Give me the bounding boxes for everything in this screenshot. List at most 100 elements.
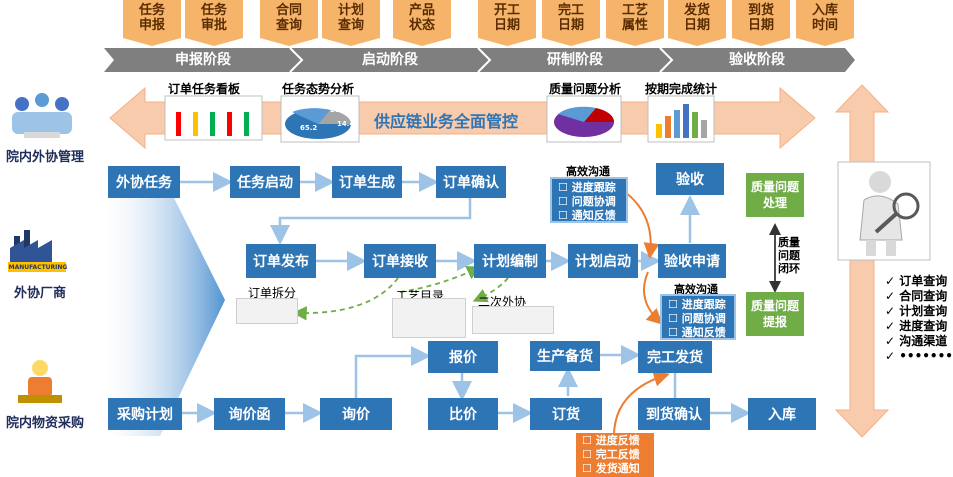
flow-order-generate[interactable]: 订单生成 (332, 166, 402, 198)
tag-start-date[interactable]: 开工 日期 (478, 0, 536, 38)
feedback-item: ☐ 进度反馈 (582, 434, 640, 447)
comm-bottom-title: 高效沟通 (674, 283, 718, 296)
stage-development: 研制阶段 (547, 52, 603, 68)
flow-quotation[interactable]: 报价 (428, 341, 498, 373)
query-item-text: 合同查询 (899, 289, 948, 303)
blue-funnel (105, 170, 225, 436)
stage-start: 启动阶段 (362, 52, 418, 68)
tag-plan-query[interactable]: 计划 查询 (322, 0, 380, 38)
comm-top-item-text: 问题协调 (571, 195, 616, 208)
quality-report[interactable]: 质量问题 提报 (746, 292, 804, 336)
comm-top-item: ☐ 进度跟踪 (558, 181, 616, 194)
tag-pointer (668, 38, 726, 46)
tag-ship-date[interactable]: 发货 日期 (668, 0, 726, 38)
flow-production-stock[interactable]: 生产备货 (530, 341, 600, 371)
flow-inquiry[interactable]: 询价 (320, 398, 392, 430)
magnifier-figure-image (837, 161, 931, 261)
query-item: ✓ 订单查询 (885, 274, 948, 288)
flow-outsourcing-task[interactable]: 外协任务 (108, 166, 180, 198)
comm-top-item-text: 通知反馈 (571, 209, 616, 222)
panel-title-on-time-stats: 按期完成统计 (645, 82, 718, 96)
tag-warehouse-time[interactable]: 入库 时间 (796, 0, 854, 38)
tag-task-report[interactable]: 任务 申报 (123, 0, 181, 38)
process-catalog-thumbnail (392, 298, 466, 338)
tag-product-status[interactable]: 产品 状态 (393, 0, 451, 38)
flow-finish-ship[interactable]: 完工发货 (638, 341, 712, 373)
query-item: ✓ 合同查询 (885, 289, 948, 303)
query-item: ✓ 计划查询 (885, 304, 948, 318)
order-split-thumbnail (236, 298, 298, 324)
panel-title-task-analysis: 任务态势分析 (282, 82, 355, 96)
feedback-list: ☐ 进度反馈 ☐ 完工反馈 ☐ 发货通知 (576, 433, 654, 477)
tag-contract-query[interactable]: 合同 查询 (260, 0, 318, 38)
tag-pointer (478, 38, 536, 46)
tag-arrive-date[interactable]: 到货 日期 (732, 0, 790, 38)
query-item: ✓ 进度查询 (885, 319, 948, 333)
feedback-item: ☐ 完工反馈 (582, 448, 640, 461)
factory-sign: MANUFACTURING (8, 264, 68, 271)
comm-top-title: 高效沟通 (566, 165, 610, 178)
feedback-item-text: 发货通知 (595, 462, 640, 475)
flow-acceptance[interactable]: 验收 (656, 163, 724, 195)
comm-bottom-item-text: 通知反馈 (681, 326, 726, 339)
comm-bottom-item: ☐ 进度跟踪 (668, 298, 726, 311)
row-label-supplier: 外协厂商 (13, 286, 66, 301)
flow-order-receive[interactable]: 订单接收 (364, 244, 436, 278)
flow-plan-compile[interactable]: 计划编制 (474, 244, 546, 278)
flow-acceptance-apply[interactable]: 验收申请 (658, 244, 726, 278)
query-item: ✓ 沟通渠道 (885, 334, 948, 348)
tag-pointer (542, 38, 600, 46)
banner-center-text: 供应链业务全面管控 (374, 112, 519, 131)
stage-report: 申报阶段 (175, 52, 231, 68)
flow-inquiry-letter[interactable]: 询价函 (214, 398, 285, 430)
tag-pointer (322, 38, 380, 46)
pie-label: 14.4 (337, 120, 355, 128)
row-label-internal-outsourcing: 院内外协管理 (5, 150, 84, 165)
query-list: ✓ 订单查询 ✓ 合同查询 ✓ 计划查询 ✓ 进度查询 ✓ 沟通渠道 ✓ •••… (885, 274, 953, 364)
tag-finish-date[interactable]: 完工 日期 (542, 0, 600, 38)
query-item-text: 进度查询 (899, 319, 948, 333)
tag-process-attr[interactable]: 工艺 属性 (606, 0, 664, 38)
flow-order-confirm[interactable]: 订单确认 (436, 166, 506, 198)
query-item-text: 沟通渠道 (899, 334, 948, 348)
quality-handle[interactable]: 质量问题 处理 (746, 173, 804, 217)
quality-analysis-image (546, 95, 622, 143)
vertical-double-arrow (834, 84, 890, 438)
tag-pointer (796, 38, 854, 46)
flow-warehouse-in[interactable]: 入库 (748, 398, 816, 430)
flow-arrival-confirm[interactable]: 到货确认 (638, 398, 710, 430)
comm-bottom-list: ☐ 进度跟踪 ☐ 问题协调 ☐ 通知反馈 (660, 294, 736, 340)
tag-pointer (606, 38, 664, 46)
comm-bottom-item-text: 进度跟踪 (681, 298, 726, 311)
flow-price-compare[interactable]: 比价 (428, 398, 498, 430)
query-item-text: 计划查询 (899, 304, 948, 318)
comm-top-item: ☐ 通知反馈 (558, 209, 616, 222)
tag-task-approve[interactable]: 任务 审批 (185, 0, 243, 38)
tag-pointer (123, 38, 181, 46)
flow-purchase-plan[interactable]: 采购计划 (108, 398, 182, 430)
flow-plan-start[interactable]: 计划启动 (568, 244, 638, 278)
tag-pointer (185, 38, 243, 46)
comm-top-item-text: 进度跟踪 (571, 181, 616, 194)
panel-title-order-board: 订单任务看板 (168, 82, 241, 96)
feedback-item-text: 完工反馈 (595, 448, 640, 461)
flow-task-start[interactable]: 任务启动 (230, 166, 300, 198)
screenshot-title-order-split: 订单拆分 (248, 286, 297, 300)
flow-order-publish[interactable]: 订单发布 (246, 244, 316, 278)
panel-title-quality-analysis: 质量问题分析 (549, 82, 622, 96)
query-item-text: 订单查询 (899, 274, 948, 288)
screenshot-title-secondary-outsourcing: 二次外协 (478, 295, 527, 309)
procurement-person-icon (18, 360, 62, 403)
secondary-outsourcing-thumbnail (472, 306, 554, 334)
pie-label: 20.4 (330, 106, 348, 114)
quality-loop-label: 质量 问题 闭环 (778, 236, 800, 275)
feedback-item: ☐ 发货通知 (582, 462, 640, 475)
comm-bottom-item-text: 问题协调 (681, 312, 726, 325)
tag-pointer (393, 38, 451, 46)
stage-acceptance: 验收阶段 (729, 52, 785, 68)
tag-pointer (260, 38, 318, 46)
pie-label: 65.2 (300, 124, 318, 132)
flow-order-goods[interactable]: 订货 (530, 398, 602, 430)
order-board-image (164, 95, 263, 141)
